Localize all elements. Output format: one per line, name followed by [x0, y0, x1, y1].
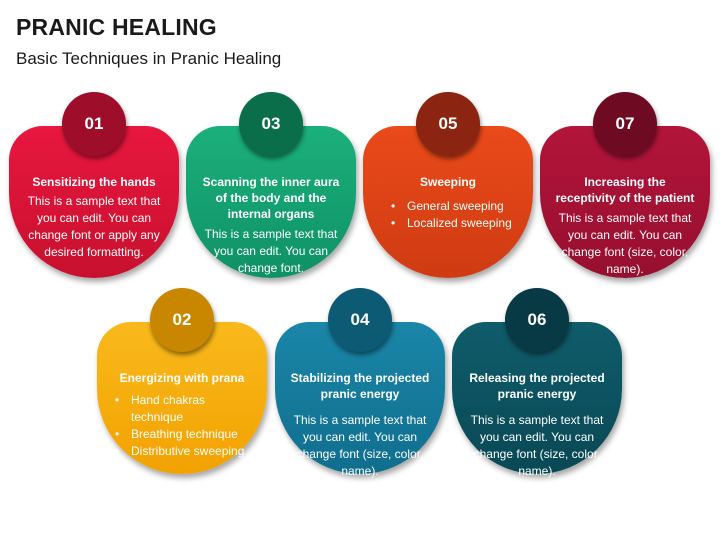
badge-02: 02	[150, 288, 214, 352]
card-heading: Increasing the receptivity of the patien…	[555, 175, 695, 205]
card-body: This is a sample text that you can edit.…	[27, 194, 161, 259]
card-heading: Energizing with prana	[119, 371, 245, 385]
page-subtitle: Basic Techniques in Pranic Healing	[16, 49, 282, 68]
card-heading: Sweeping	[419, 175, 476, 189]
card-body: This is a sample text that you can edit.…	[293, 413, 427, 478]
card-bullet-list: General sweeping Localized sweeping	[377, 198, 519, 232]
bullet-item: Hand chakras technique	[111, 392, 253, 426]
badge-03: 03	[239, 92, 303, 156]
card-body: This is a sample text that you can edit.…	[204, 227, 338, 275]
badge-04: 04	[328, 288, 392, 352]
card-heading: Stabilizing the projected pranic energy	[290, 371, 430, 401]
badge-05: 05	[416, 92, 480, 156]
bullet-item: Distributive sweeping	[111, 443, 253, 460]
card-heading: Releasing the projected pranic energy	[469, 371, 605, 401]
page-title: PRANIC HEALING	[16, 14, 217, 40]
technique-card-07: Increasing the receptivity of the patien…	[540, 126, 710, 278]
card-body: This is a sample text that you can edit.…	[470, 413, 604, 478]
bullet-item: Localized sweeping	[387, 215, 519, 232]
badge-01: 01	[62, 92, 126, 156]
bullet-item: Breathing technique	[111, 426, 253, 443]
bullet-item: General sweeping	[387, 198, 519, 215]
card-heading: Scanning the inner aura of the body and …	[202, 175, 340, 221]
card-bullet-list: Hand chakras technique Breathing techniq…	[111, 392, 253, 460]
badge-07: 07	[593, 92, 657, 156]
badge-06: 06	[505, 288, 569, 352]
card-heading: Sensitizing the hands	[32, 175, 156, 189]
card-body: This is a sample text that you can edit.…	[558, 211, 692, 276]
